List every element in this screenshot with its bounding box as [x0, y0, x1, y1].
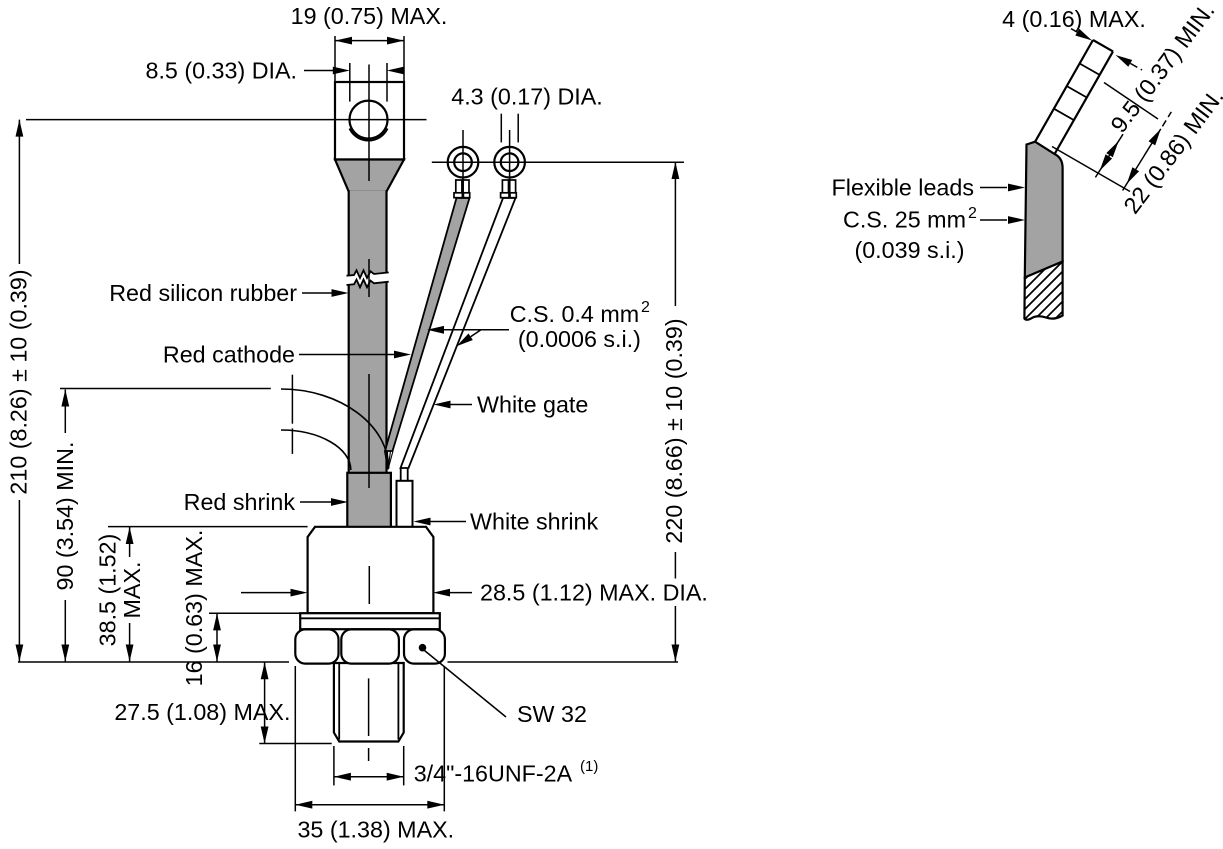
svg-text:27.5 (1.08) MAX.: 27.5 (1.08) MAX. — [114, 699, 290, 725]
svg-text:Flexible leads: Flexible leads — [832, 175, 974, 201]
svg-text:35 (1.38) MAX.: 35 (1.38) MAX. — [297, 817, 454, 843]
svg-text:Red shrink: Red shrink — [184, 489, 296, 515]
svg-text:C.S. 0.4 mm: C.S. 0.4 mm — [510, 301, 639, 327]
svg-text:4 (0.16) MAX.: 4 (0.16) MAX. — [1002, 6, 1146, 32]
svg-text:19 (0.75) MAX.: 19 (0.75) MAX. — [291, 3, 448, 29]
svg-text:(0.0006 s.i.): (0.0006 s.i.) — [518, 326, 641, 352]
svg-text:Red cathode: Red cathode — [163, 342, 295, 368]
svg-text:(1): (1) — [580, 758, 598, 775]
svg-text:220 (8.66) ± 10 (0.39): 220 (8.66) ± 10 (0.39) — [661, 318, 687, 543]
svg-text:Red silicon rubber: Red silicon rubber — [109, 280, 297, 306]
svg-text:White gate: White gate — [477, 392, 588, 418]
svg-text:38.5 (1.52): 38.5 (1.52) — [95, 534, 121, 647]
svg-text:2: 2 — [641, 299, 650, 316]
svg-text:C.S. 25 mm: C.S. 25 mm — [843, 207, 966, 233]
svg-text:8.5 (0.33) DIA.: 8.5 (0.33) DIA. — [146, 58, 298, 84]
svg-text:210 (8.26) ± 10 (0.39): 210 (8.26) ± 10 (0.39) — [6, 269, 32, 494]
svg-text:MAX.: MAX. — [119, 562, 145, 619]
svg-text:2: 2 — [968, 205, 977, 222]
svg-text:3/4"-16UNF-2A: 3/4"-16UNF-2A — [414, 761, 573, 787]
svg-text:SW 32: SW 32 — [517, 701, 587, 727]
svg-text:White shrink: White shrink — [470, 509, 599, 535]
svg-text:16 (0.63) MAX.: 16 (0.63) MAX. — [181, 530, 207, 687]
svg-text:90 (3.54) MIN.: 90 (3.54) MIN. — [52, 442, 78, 591]
svg-text:4.3 (0.17) DIA.: 4.3 (0.17) DIA. — [451, 84, 603, 110]
svg-text:(0.039 s.i.): (0.039 s.i.) — [854, 237, 964, 263]
svg-text:28.5 (1.12) MAX. DIA.: 28.5 (1.12) MAX. DIA. — [480, 580, 708, 606]
